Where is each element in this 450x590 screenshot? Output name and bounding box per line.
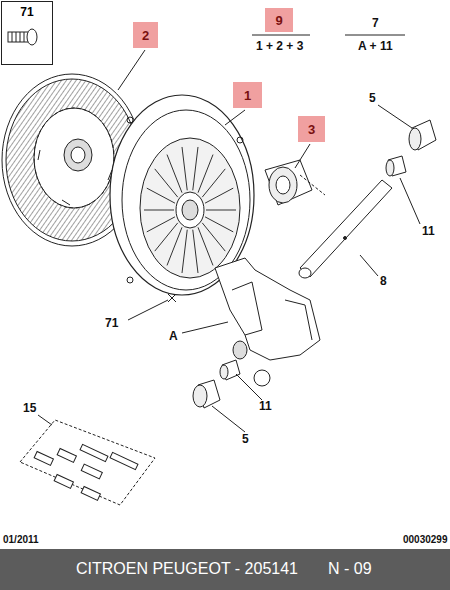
callout-number: A xyxy=(169,329,178,343)
callout-number: 15 xyxy=(23,401,36,415)
callout-number: 11 xyxy=(259,399,272,413)
callout-box: 3 xyxy=(298,116,325,142)
callout-number: 5 xyxy=(369,91,376,105)
callout-number: 71 xyxy=(20,5,33,64)
callout-number: 11 xyxy=(422,224,435,238)
callout-number: 2 xyxy=(142,28,149,43)
callout-number: 7 xyxy=(372,16,379,30)
callout-number: 8 xyxy=(380,274,387,288)
callout-number: 5 xyxy=(242,432,249,446)
footer-band: CITROEN PEUGEOT - 205141 N - 09 xyxy=(0,549,450,590)
callout-box: 1 xyxy=(233,82,262,108)
date-code: 01/2011 xyxy=(3,533,39,547)
part-reference: CITROEN PEUGEOT - 205141 xyxy=(76,560,298,578)
kit-formula: A + 11 xyxy=(358,39,393,53)
callout-number: 9 xyxy=(275,13,282,28)
callout-box: 9 xyxy=(265,8,293,32)
kit-formula: 1 + 2 + 3 xyxy=(256,39,303,53)
callout-box: 2 xyxy=(133,22,158,48)
callout-number: 71 xyxy=(105,316,118,330)
callout-number: 3 xyxy=(308,122,315,137)
page-code: N - 09 xyxy=(328,560,372,578)
callout-number: 1 xyxy=(244,88,251,103)
screw-box: 71 xyxy=(1,1,53,65)
drawing-number: 00030299 xyxy=(403,533,448,547)
